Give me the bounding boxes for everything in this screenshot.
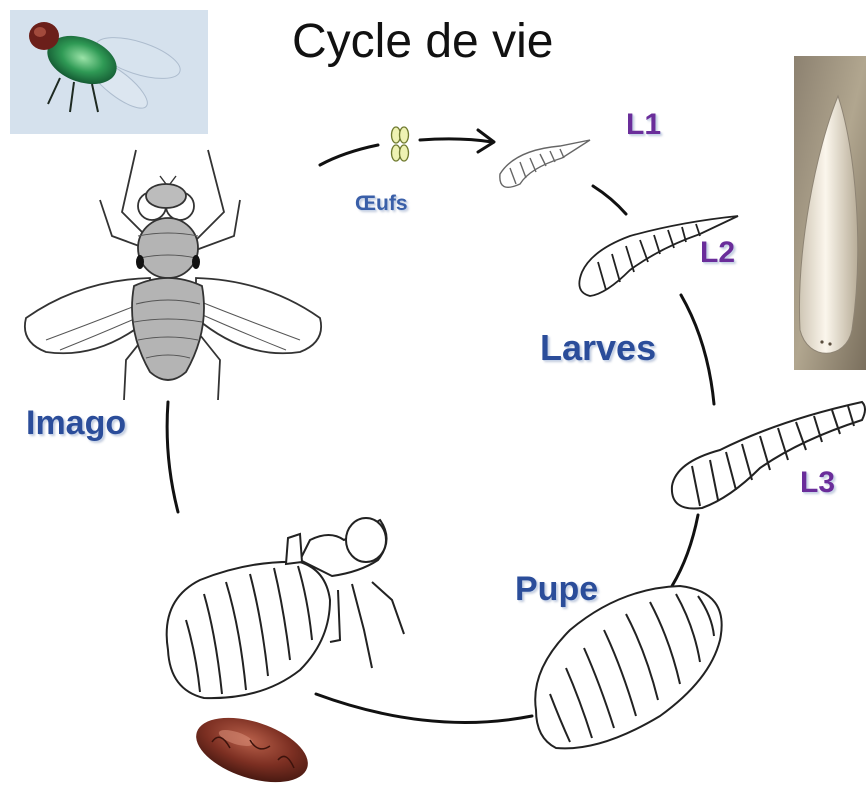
green-bottle-fly-photo: [10, 10, 208, 134]
instar-label-l2: L2: [700, 236, 735, 270]
cycle-arc-l3-pupa: [672, 515, 698, 586]
instar-label-l1: L1: [626, 108, 661, 142]
cycle-arc-imago-to-eggs: [320, 145, 378, 165]
stage-label-pupa: Pupe: [515, 570, 598, 609]
instar-label-l3: L3: [800, 466, 835, 500]
l3-larva-icon: [672, 402, 865, 509]
maggot-photo: [794, 56, 866, 370]
cycle-arc-l2-l3: [681, 295, 714, 404]
cycle-arc-l1-l2: [593, 186, 626, 214]
l1-larva-icon: [500, 140, 590, 187]
cycle-arc-pupa-adult: [316, 694, 532, 722]
pupa-icon: [535, 586, 721, 748]
page-title: Cycle de vie: [292, 14, 553, 69]
puparium-photo: [188, 705, 316, 791]
stage-label-larvae: Larves: [540, 327, 656, 369]
stage-label-eggs: Œufs: [355, 192, 408, 216]
adult-fly-icon: [25, 150, 321, 400]
stage-label-imago: Imago: [26, 404, 126, 443]
eggs-icon: [392, 127, 409, 161]
cycle-arc-adult-imago: [167, 402, 178, 512]
arrow-to-l1: [420, 130, 494, 152]
emerging-adult-icon: [167, 518, 404, 698]
